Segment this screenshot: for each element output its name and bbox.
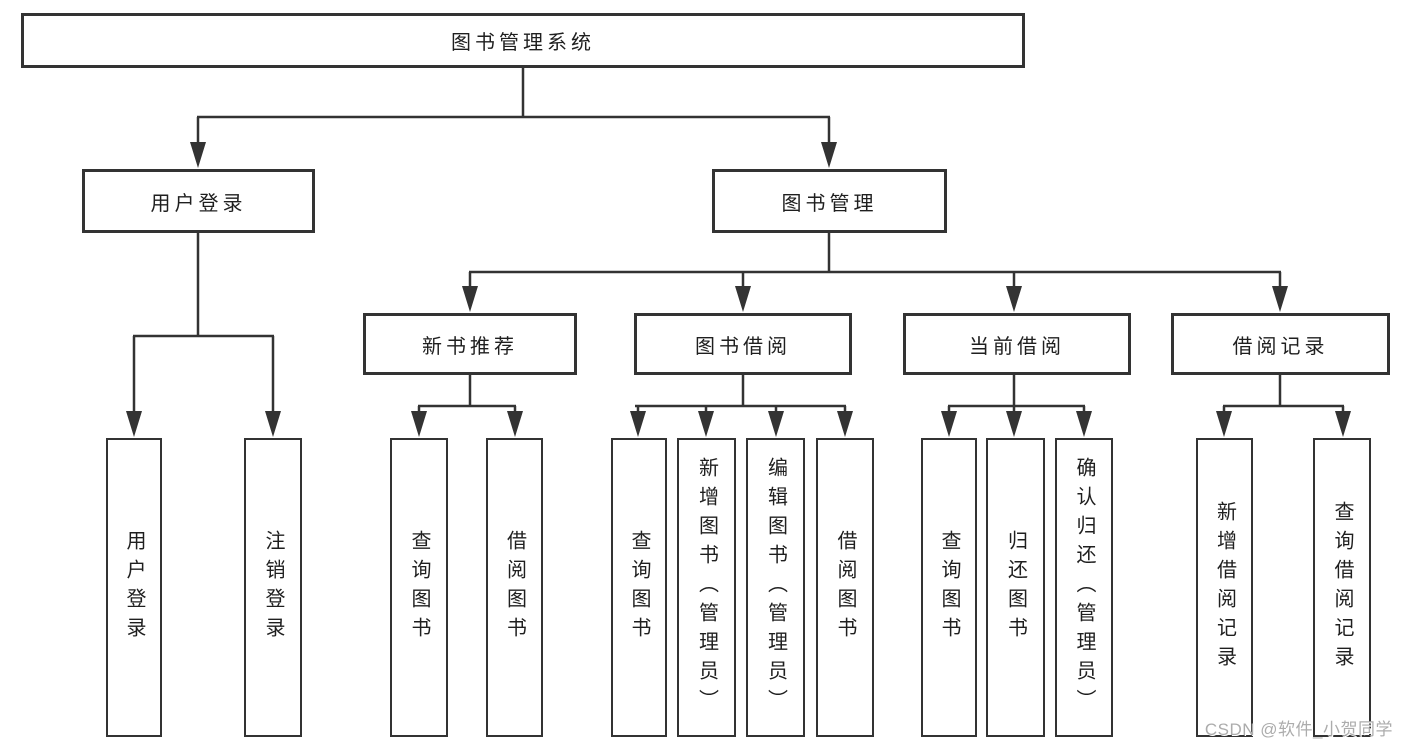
leaf-query-borrow-record-label: 查询借阅记录	[1331, 500, 1353, 675]
leaf-edit-books-admin-label: 编辑图书（管理员）	[764, 457, 787, 718]
leaf-query-books-current: 查询图书	[921, 438, 977, 737]
leaf-add-borrow-record-label: 新增借阅记录	[1213, 500, 1236, 675]
leaf-logout-label: 注销登录	[262, 529, 284, 646]
leaf-edit-books-admin: 编辑图书（管理员）	[746, 438, 805, 737]
node-current-borrow-label: 当前借阅	[969, 335, 1065, 358]
node-book-borrow-label: 图书借阅	[695, 335, 791, 358]
leaf-query-books-recommend: 查询图书	[390, 438, 448, 737]
node-book-borrow: 图书借阅	[634, 313, 852, 375]
node-borrow-records-label: 借阅记录	[1232, 335, 1329, 358]
node-current-borrow: 当前借阅	[903, 313, 1131, 375]
node-root: 图书管理系统	[21, 13, 1025, 68]
node-new-book-recommend: 新书推荐	[363, 313, 577, 375]
node-user-login: 用户登录	[82, 169, 315, 233]
node-new-book-recommend-label: 新书推荐	[422, 335, 518, 358]
node-book-management: 图书管理	[712, 169, 947, 233]
leaf-add-borrow-record: 新增借阅记录	[1196, 438, 1253, 737]
leaf-user-login: 用户登录	[106, 438, 162, 737]
leaf-borrow-books-recommend-label: 借阅图书	[503, 529, 526, 646]
leaf-logout: 注销登录	[244, 438, 302, 737]
leaf-user-login-label: 用户登录	[123, 529, 145, 646]
leaf-query-books-recommend-label: 查询图书	[408, 529, 430, 646]
leaf-confirm-return-admin: 确认归还（管理员）	[1055, 438, 1113, 737]
leaf-add-books-admin-label: 新增图书（管理员）	[695, 457, 718, 718]
node-root-label: 图书管理系统	[451, 32, 595, 54]
leaf-return-books-label: 归还图书	[1004, 529, 1027, 646]
leaf-borrow-books-recommend: 借阅图书	[486, 438, 543, 737]
node-book-management-label: 图书管理	[781, 192, 878, 215]
leaf-borrow-books: 借阅图书	[816, 438, 874, 737]
leaf-add-books-admin: 新增图书（管理员）	[677, 438, 736, 737]
leaf-query-borrow-record: 查询借阅记录	[1313, 438, 1371, 737]
leaf-query-books-current-label: 查询图书	[938, 529, 960, 646]
node-user-login-label: 用户登录	[150, 192, 247, 215]
watermark: CSDN @软件_小贺同学	[1204, 720, 1393, 739]
leaf-query-books-borrow: 查询图书	[611, 438, 667, 737]
node-borrow-records: 借阅记录	[1171, 313, 1390, 375]
leaf-borrow-books-label: 借阅图书	[834, 529, 856, 646]
leaf-return-books: 归还图书	[986, 438, 1045, 737]
leaf-confirm-return-admin-label: 确认归还（管理员）	[1073, 457, 1095, 718]
leaf-query-books-borrow-label: 查询图书	[628, 529, 650, 646]
